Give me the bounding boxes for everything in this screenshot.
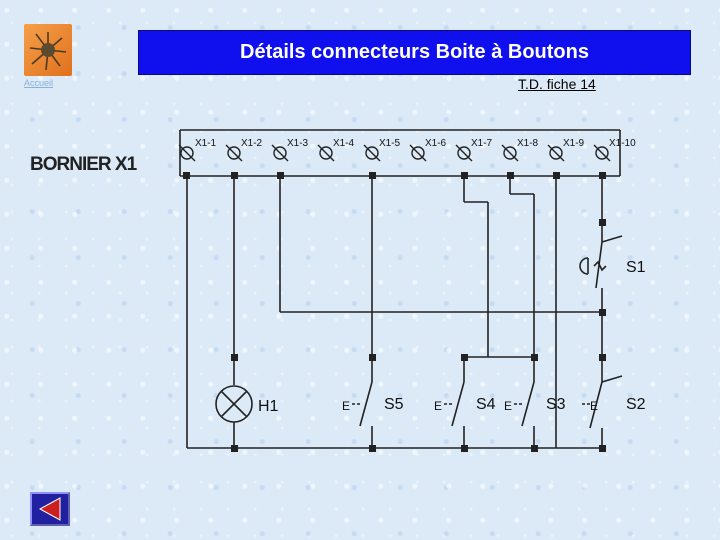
junction-dot [599, 309, 606, 316]
lamp-label: H1 [258, 398, 279, 415]
junction-dot [231, 354, 238, 361]
title-banner: Détails connecteurs Boite à Boutons [138, 30, 691, 75]
actuator-letter: E [342, 399, 350, 413]
actuator-letter: E [590, 399, 598, 413]
home-link[interactable]: Accueil [24, 78, 54, 88]
terminal-label: X1-1 [195, 138, 217, 149]
terminal-screw-slash [271, 144, 289, 162]
junction-dot [599, 219, 606, 226]
junction-dot [231, 445, 238, 452]
terminal-screw-slash [363, 144, 381, 162]
terminal-screw-slash [455, 144, 473, 162]
terminal-label: X1-8 [517, 138, 539, 149]
actuator-letter: E [434, 399, 442, 413]
switch-label: S4 [476, 396, 496, 413]
terminal-label: X1-5 [379, 138, 401, 149]
switch-s1-symbol [579, 235, 623, 289]
back-arrow-icon [38, 497, 61, 521]
switch-s4-symbol [444, 381, 465, 448]
junction-dot [507, 172, 514, 179]
terminal-screw [457, 146, 471, 160]
switch-s5-symbol [352, 381, 373, 448]
junction-dot [599, 354, 606, 361]
junction-dot [369, 445, 376, 452]
terminal-label: X1-3 [287, 138, 309, 149]
lamp-h1-symbol [215, 385, 253, 423]
junction-dot [461, 172, 468, 179]
terminal-label: X1-2 [241, 138, 263, 149]
junction-dot [231, 172, 238, 179]
terminal-screw [180, 146, 194, 160]
terminal-screw-slash [409, 144, 427, 162]
terminal-label: X1-9 [563, 138, 585, 149]
terminal-screw-slash [593, 144, 611, 162]
logo-icon [29, 32, 67, 71]
junction-dot [369, 172, 376, 179]
switch-s2-symbol [582, 375, 623, 429]
terminal-screw-slash [501, 144, 519, 162]
reference-link[interactable]: T.D. fiche 14 [518, 76, 596, 92]
terminal-screw-slash [317, 144, 335, 162]
terminal-label: X1-4 [333, 138, 355, 149]
switch-label: S1 [626, 259, 646, 276]
terminal-label: X1-7 [471, 138, 493, 149]
logo [24, 24, 72, 76]
terminal-screw-slash [225, 144, 243, 162]
junction-dot [461, 445, 468, 452]
page-title: Détails connecteurs Boite à Boutons [240, 41, 589, 63]
switch-label: S2 [626, 396, 646, 413]
actuator-letter: E [504, 399, 512, 413]
terminal-label: X1-10 [609, 138, 636, 149]
terminal-screw [595, 146, 609, 160]
terminal-screw [319, 146, 333, 160]
junction-dot [599, 445, 606, 452]
junction-dot [599, 172, 606, 179]
terminal-screw [503, 146, 517, 160]
switch-s3-symbol [514, 381, 535, 448]
junction-dot [369, 354, 376, 361]
terminal-label: X1-6 [425, 138, 447, 149]
terminal-screw [549, 146, 563, 160]
junction-dot [277, 172, 284, 179]
switch-label: S3 [546, 396, 566, 413]
terminal-screw [365, 146, 379, 160]
terminal-screw [273, 146, 287, 160]
terminal-screw [227, 146, 241, 160]
junction-dot [183, 172, 190, 179]
back-button[interactable] [30, 492, 70, 526]
junction-dot [531, 445, 538, 452]
junction-dot [531, 354, 538, 361]
junction-dot [553, 172, 560, 179]
junction-dot [461, 354, 468, 361]
bornier-label: BORNIER X1 [30, 154, 137, 175]
terminal-screw-slash [547, 144, 565, 162]
switch-label: S5 [384, 396, 404, 413]
terminal-screw-slash [178, 144, 196, 162]
terminal-screw [411, 146, 425, 160]
